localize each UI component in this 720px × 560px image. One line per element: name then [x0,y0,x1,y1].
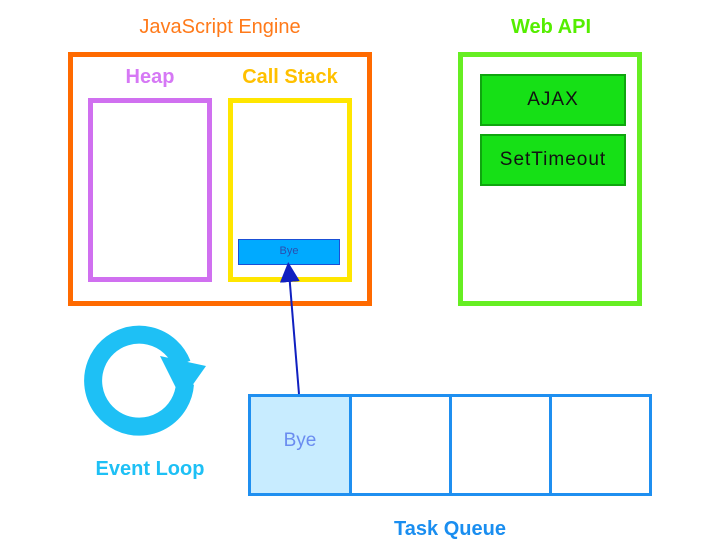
web-api-item-settimeout: SetTimeout [480,134,626,186]
javascript-engine-box [68,52,372,306]
web-api-title: Web API [510,16,591,38]
event-loop-title: Event Loop [95,458,205,480]
javascript-engine-title: JavaScript Engine [139,16,301,38]
task-queue-item-label: Bye [283,430,317,451]
task-queue-slot [549,394,652,496]
queue-to-stack-arrow [279,262,300,395]
heap-box [88,98,212,282]
web-api-box [458,52,642,306]
heap-title: Heap [125,66,175,88]
web-api-item-ajax: AJAX [480,74,626,126]
event-loop-icon [84,325,206,436]
call-stack-title: Call Stack [242,66,338,88]
task-queue-title: Task Queue [394,518,506,540]
